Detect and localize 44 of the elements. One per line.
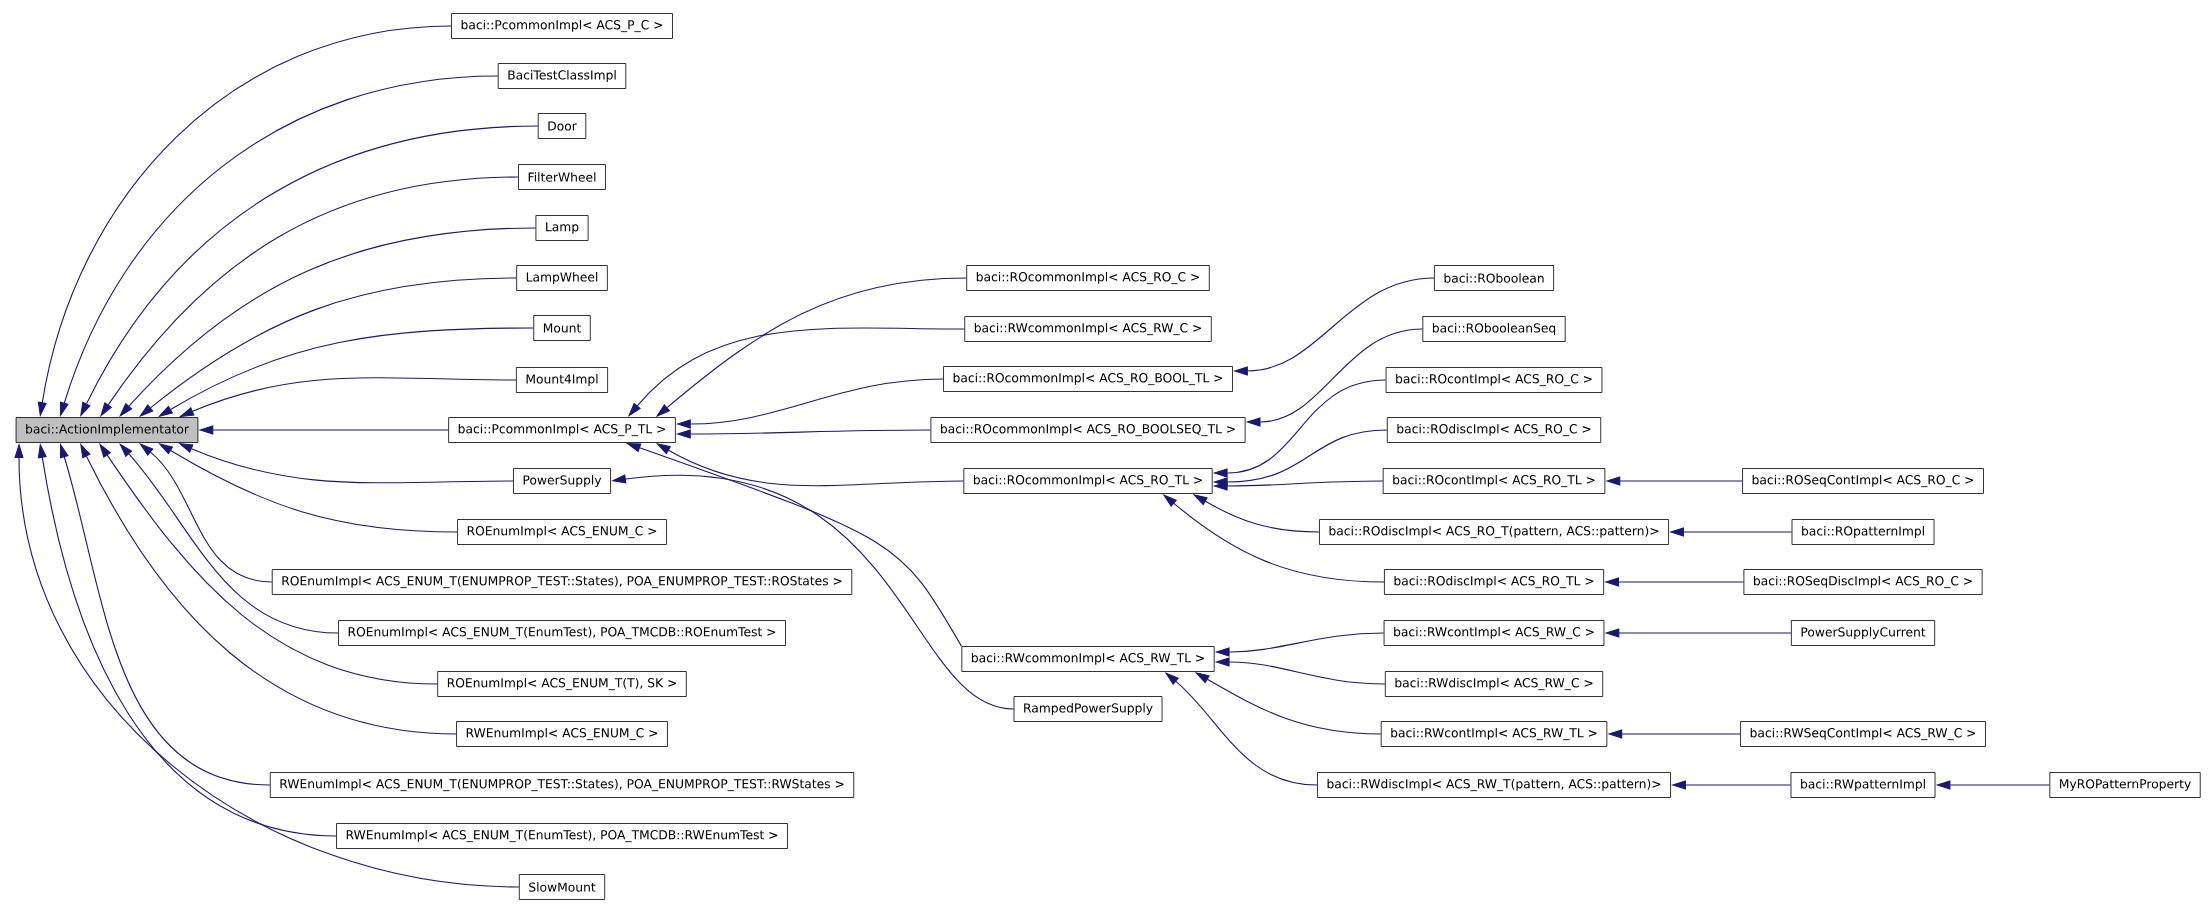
class-box: Lamp xyxy=(535,215,589,241)
class-box: baci::RWdiscImpl< ACS_RW_T(pattern, ACS::pattern)> xyxy=(1317,772,1671,798)
class-box: baci::RWSeqContImpl< ACS_RW_C > xyxy=(1740,721,1986,747)
class-box: baci::ROSeqDiscImpl< ACS_RO_C > xyxy=(1743,569,1983,595)
class-box: ROEnumImpl< ACS_ENUM_T(ENUMPROP_TEST::States), POA_ENUMPROP_TEST::ROStates > xyxy=(271,569,853,595)
class-box: ROEnumImpl< ACS_ENUM_T(T), SK > xyxy=(437,671,687,697)
class-box: baci::ROcommonImpl< ACS_RO_C > xyxy=(966,265,1210,291)
class-box: RWEnumImpl< ACS_ENUM_T(ENUMPROP_TEST::States), POA_ENUMPROP_TEST::RWStates > xyxy=(269,772,855,798)
class-box: Mount xyxy=(533,315,591,341)
class-box: Mount4Impl xyxy=(516,367,608,393)
class-box: baci::RWdiscImpl< ACS_RW_C > xyxy=(1384,671,1604,697)
class-box: baci::RWcontImpl< ACS_RW_C > xyxy=(1383,620,1605,646)
class-box: Door xyxy=(537,113,587,139)
class-box: baci::ROcontImpl< ACS_RO_C > xyxy=(1385,367,1603,393)
class-box: baci::ROcommonImpl< ACS_RO_BOOL_TL > xyxy=(943,366,1233,392)
class-box: baci::RObooleanSeq xyxy=(1422,316,1566,342)
class-box: baci::PcommonImpl< ACS_P_TL > xyxy=(448,417,676,443)
class-box: baci::ROSeqContImpl< ACS_RO_C > xyxy=(1742,468,1984,494)
class-box: baci::RWpatternImpl xyxy=(1790,772,1936,798)
class-box: baci::RWcommonImpl< ACS_RW_TL > xyxy=(961,646,1215,672)
class-box: baci::ROpatternImpl xyxy=(1791,519,1935,545)
class-box: LampWheel xyxy=(516,265,608,291)
class-box: baci::ROcommonImpl< ACS_RO_BOOLSEQ_TL > xyxy=(930,417,1246,443)
class-box: baci::ROdiscImpl< ACS_RO_C > xyxy=(1386,417,1602,443)
class-box: PowerSupplyCurrent xyxy=(1790,620,1936,646)
class-box: baci::ROcommonImpl< ACS_RO_TL > xyxy=(963,468,1213,494)
class-box: RWEnumImpl< ACS_ENUM_T(EnumTest), POA_TMCDB::RWEnumTest > xyxy=(336,823,788,849)
class-box: ROEnumImpl< ACS_ENUM_C > xyxy=(457,519,667,545)
class-box: FilterWheel xyxy=(518,164,606,190)
class-box: ROEnumImpl< ACS_ENUM_T(EnumTest), POA_TMCDB::ROEnumTest > xyxy=(338,620,786,646)
class-box: RWEnumImpl< ACS_ENUM_C > xyxy=(456,721,668,747)
class-box: BaciTestClassImpl xyxy=(497,63,627,89)
class-box: PowerSupply xyxy=(513,468,611,494)
class-box: baci::ActionImplementator xyxy=(15,417,199,443)
class-box: RampedPowerSupply xyxy=(1013,696,1163,722)
class-box: SlowMount xyxy=(518,874,606,900)
class-box: baci::ROdiscImpl< ACS_RO_TL > xyxy=(1384,569,1604,595)
class-box: baci::RWcommonImpl< ACS_RW_C > xyxy=(964,316,1212,342)
class-box: baci::PcommonImpl< ACS_P_C > xyxy=(451,13,673,39)
class-box: baci::ROdiscImpl< ACS_RO_T(pattern, ACS::pattern)> xyxy=(1319,519,1669,545)
class-box: MyROPatternProperty xyxy=(2049,772,2201,798)
class-box: baci::RWcontImpl< ACS_RW_TL > xyxy=(1380,721,1608,747)
class-box: baci::ROcontImpl< ACS_RO_TL > xyxy=(1382,468,1606,494)
class-box: baci::ROboolean xyxy=(1434,265,1555,291)
